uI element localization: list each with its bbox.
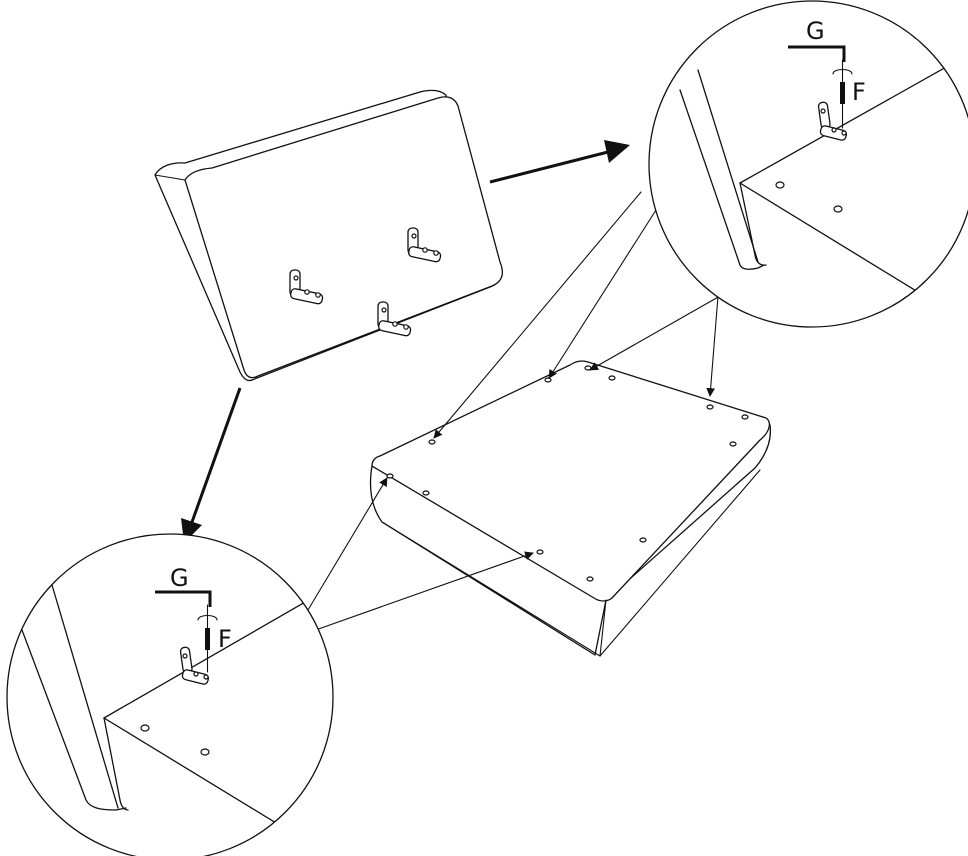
detail-allen-key-bottom (155, 590, 212, 607)
leader-top-1 (433, 191, 642, 439)
detail-circle-bottom: G F (6, 533, 334, 856)
leader-top-2 (548, 209, 657, 379)
seat-holes (386, 365, 749, 582)
label-f-bottom: F (218, 625, 232, 653)
label-g-top: G (806, 17, 825, 45)
detail-screw-bottom (197, 604, 218, 673)
backrest-edge-line (154, 174, 186, 181)
backrest-cushion (154, 89, 503, 382)
seat-top-face (371, 360, 771, 602)
backrest-front-face (184, 96, 503, 379)
seat-base (369, 360, 772, 657)
label-g-bottom: G (170, 564, 189, 592)
detail-screw-top (832, 59, 853, 129)
bracket-right (407, 227, 442, 263)
leader-top-4 (706, 295, 719, 397)
detail-bracket-top (817, 101, 848, 141)
seat-front-side-edge (599, 599, 607, 657)
bracket-left (289, 269, 324, 305)
detail-circle-top: G F (648, 0, 968, 328)
label-f-top: F (852, 78, 866, 106)
bold-arrow-to-bottom-detail (181, 387, 242, 543)
leader-bottom-2 (309, 551, 534, 633)
leader-top-3 (589, 295, 721, 371)
seat-bottom-edge (381, 469, 761, 657)
bold-arrow-to-top-detail (489, 140, 630, 184)
leader-arrows (304, 191, 721, 633)
bracket-center (377, 301, 412, 337)
leader-bottom-1 (304, 477, 388, 616)
detail-bracket-bottom (179, 646, 210, 685)
detail-allen-key-top (788, 45, 846, 62)
